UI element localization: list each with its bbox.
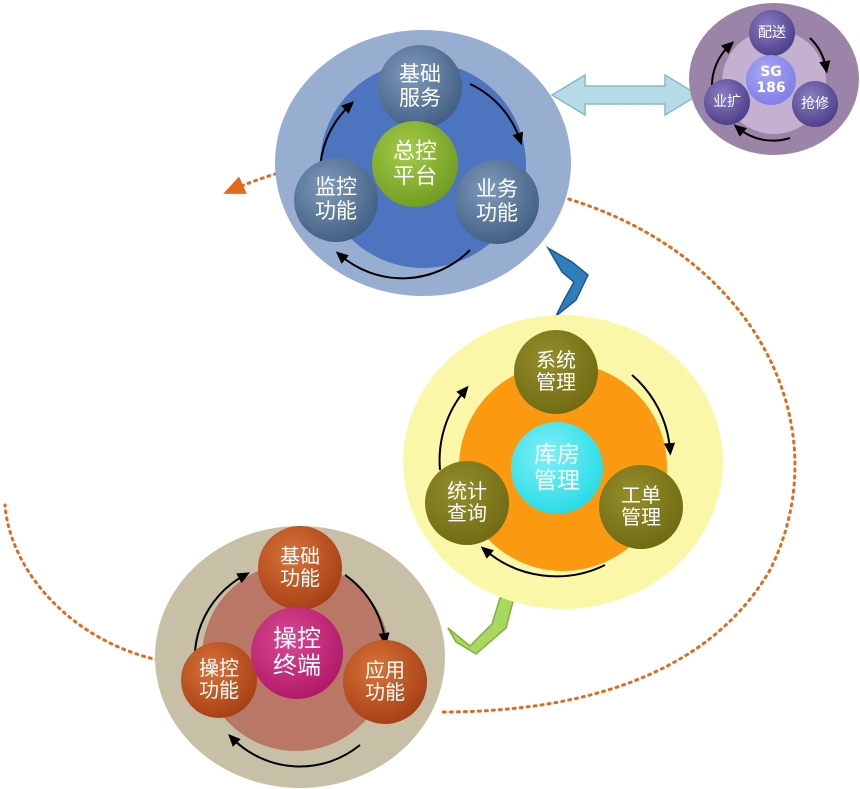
- mid-node-work-order-label: 工单管理: [621, 482, 661, 528]
- label-line: 操控: [273, 625, 321, 653]
- sg-node-delivery: [749, 10, 795, 56]
- label-line: SG: [760, 64, 782, 80]
- sg-cycle-arrow-right: [809, 37, 831, 74]
- mid-cycle-arrow-right: [631, 374, 676, 456]
- label-line: 监控: [315, 175, 357, 199]
- label-line: 服务: [399, 86, 441, 110]
- mid-node-statistics-label: 统计查询: [447, 478, 487, 524]
- mid-center-label: 库房管理: [534, 442, 580, 494]
- label-line: 管理: [536, 370, 576, 394]
- bot-cycle-arrow-right: [344, 574, 390, 646]
- label-line: 库房: [534, 442, 580, 468]
- label-line: 应用: [365, 657, 405, 681]
- sg-node-delivery-label: 配送: [758, 25, 786, 41]
- warehouse-cluster: 系统管理 统计查询 工单管理 库房管理: [403, 315, 723, 609]
- top-node-monitor-label: 监控功能: [315, 175, 357, 223]
- mid-node-system-mgmt-label: 系统管理: [536, 347, 576, 393]
- top-node-base-service: [378, 45, 462, 129]
- top-center-master-control: [372, 121, 458, 207]
- bot-center-terminal: [251, 607, 343, 699]
- terminal-cluster: 基础功能 操控功能 应用功能 操控终端: [155, 526, 445, 788]
- double-arrow-top-sg: [550, 73, 700, 117]
- sg-center: [746, 55, 796, 105]
- bot-cycle-arrow-bottom: [228, 734, 361, 768]
- label-line: 管理: [534, 467, 580, 493]
- bot-node-app-func: [343, 640, 427, 724]
- dotted-flow-path: [3, 168, 797, 714]
- sg-cycle-arrow-left: [710, 41, 735, 89]
- label-line: 总控: [393, 140, 437, 165]
- mid-cycle-arrow-bottom: [480, 546, 606, 578]
- mid-center-warehouse: [511, 422, 603, 514]
- label-line: 操控: [199, 655, 239, 679]
- top-node-business-label: 业务功能: [476, 177, 518, 225]
- bot-node-control-func: [181, 642, 257, 718]
- mid-node-system-mgmt: [514, 330, 598, 414]
- label-line: 工单: [621, 482, 661, 506]
- sg-node-repair-label: 抢修: [801, 95, 829, 112]
- label-line: 抢修: [801, 95, 829, 112]
- label-line: 基础: [399, 62, 441, 86]
- label-line: 基础: [280, 543, 320, 567]
- zigzag-arrow-bottom-mid: [447, 588, 518, 655]
- label-line: 统计: [447, 478, 487, 502]
- top-node-base-service-label: 基础服务: [399, 62, 441, 110]
- label-line: 系统: [536, 347, 576, 371]
- bot-node-control-func-label: 操控功能: [199, 655, 239, 701]
- mid-node-statistics: [425, 461, 509, 545]
- sg-node-expansion: [704, 79, 750, 125]
- label-line: 功能: [280, 566, 320, 590]
- label-line: 终端: [273, 651, 321, 679]
- top-center-label: 总控平台: [393, 140, 437, 190]
- mid-node-work-order: [599, 465, 683, 549]
- bot-node-base-func: [258, 526, 342, 610]
- label-line: 186: [756, 80, 785, 96]
- bot-node-app-func-label: 应用功能: [365, 657, 405, 703]
- bot-center-label: 操控终端: [273, 625, 321, 680]
- label-line: 平台: [393, 164, 437, 189]
- label-line: 业务: [476, 177, 518, 201]
- top-node-monitor: [294, 158, 378, 242]
- zigzag-arrow-top-mid: [545, 245, 589, 317]
- sg-cycle-arrow-bottom: [733, 124, 791, 142]
- mid-cycle-arrow-left: [438, 385, 469, 471]
- sg-node-repair: [792, 81, 838, 127]
- label-line: 配送: [758, 25, 786, 41]
- label-line: 功能: [365, 680, 405, 704]
- top-node-business: [455, 160, 539, 244]
- label-line: 管理: [621, 505, 661, 529]
- top-cluster: 基础服务 监控功能 业务功能 总控平台: [275, 30, 571, 296]
- bot-node-base-func-label: 基础功能: [280, 543, 320, 589]
- sg-node-expansion-label: 业扩: [713, 94, 741, 110]
- label-line: 功能: [199, 678, 239, 702]
- label-line: 查询: [447, 501, 487, 525]
- label-line: 功能: [476, 201, 518, 225]
- label-line: 功能: [315, 199, 357, 223]
- top-cycle-arrow-bottom: [335, 249, 471, 280]
- label-line: 业扩: [713, 94, 741, 110]
- top-cycle-arrow-right: [469, 83, 524, 146]
